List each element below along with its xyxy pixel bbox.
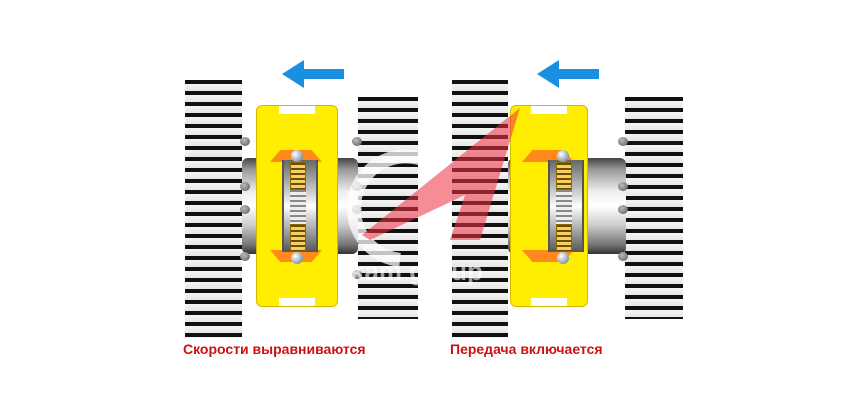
- spring-top: [290, 162, 306, 190]
- detent-ball-top: [557, 150, 569, 162]
- spring-top: [556, 162, 572, 190]
- detent-ball-bottom: [557, 252, 569, 264]
- detent-ball-top: [291, 150, 303, 162]
- arrow-left-icon: [537, 60, 599, 88]
- hub-spline: [290, 185, 306, 227]
- caption-right: Передача включается: [450, 341, 603, 357]
- detent-ball-bottom: [291, 252, 303, 264]
- watermark-logo: kam group: [346, 108, 520, 286]
- hub-spline: [556, 185, 572, 227]
- right-gear-teeth: [625, 97, 683, 319]
- spring-bottom: [290, 224, 306, 252]
- left-gear-teeth: [185, 80, 242, 338]
- spring-bottom: [556, 224, 572, 252]
- arrow-left-icon: [282, 60, 344, 88]
- svg-text:kam group: kam group: [350, 256, 483, 286]
- caption-left: Скорости выравниваются: [183, 341, 366, 357]
